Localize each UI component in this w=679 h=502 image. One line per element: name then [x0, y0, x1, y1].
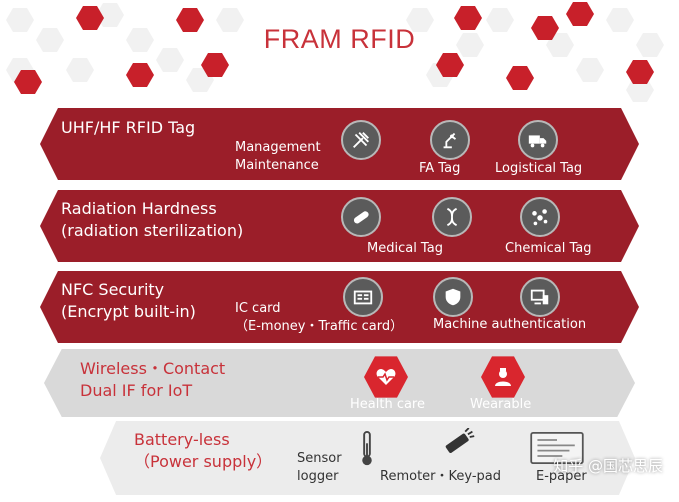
label-chemical-tag: Chemical Tag [505, 241, 592, 256]
label-ic-card-detail: （E-money・Traffic card） [235, 319, 404, 334]
band-wireless-contact [44, 349, 635, 417]
band-uhf-title: UHF/HF RFID Tag [61, 118, 196, 137]
band-nfc-subtitle: (Encrypt built-in) [61, 302, 196, 321]
epaper-icon [530, 432, 584, 464]
label-maintenance: Maintenance [235, 158, 319, 173]
tools-icon [341, 120, 381, 160]
band-radiation-title: Radiation Hardness [61, 199, 217, 218]
label-remoter-key-pad: Remoter・Key-pad [380, 469, 502, 484]
label-logger: logger [297, 469, 339, 484]
label-management: Management [235, 140, 321, 155]
devices-icon [520, 277, 560, 317]
band-wireless-subtitle: Dual IF for IoT [80, 381, 193, 400]
shield-icon [433, 277, 473, 317]
band-wireless-title: Wireless・Contact [80, 359, 226, 378]
molecule-icon [520, 197, 560, 237]
watermark: 知乎 @国芯思辰 [553, 457, 663, 475]
id-card-icon [343, 277, 383, 317]
label-machine-authentication: Machine authentication [433, 317, 587, 332]
pill-icon [341, 197, 381, 237]
heart-monitor-icon [364, 356, 408, 398]
robot-arm-icon [430, 120, 470, 160]
band-battery-subtitle: （Power supply） [134, 452, 273, 471]
label-fa-tag: FA Tag [419, 161, 461, 176]
dna-icon [432, 197, 472, 237]
truck-icon [518, 120, 558, 160]
label-logistical-tag: Logistical Tag [495, 161, 583, 176]
remote-icon [445, 428, 475, 453]
label-sensor: Sensor [297, 451, 342, 466]
band-nfc-title: NFC Security [61, 280, 165, 299]
label-e-paper: E-paper [536, 469, 587, 484]
band-radiation-subtitle: (radiation sterilization) [61, 221, 244, 240]
page-title: FRAM RFID [263, 24, 416, 54]
label-ic-card: IC card [235, 301, 281, 316]
label-health-care: Health care [350, 397, 425, 412]
band-battery-title: Battery-less [134, 430, 230, 449]
label-wearable: Wearable [470, 397, 532, 412]
thermometer-icon [362, 430, 372, 466]
label-medical-tag: Medical Tag [367, 241, 443, 256]
